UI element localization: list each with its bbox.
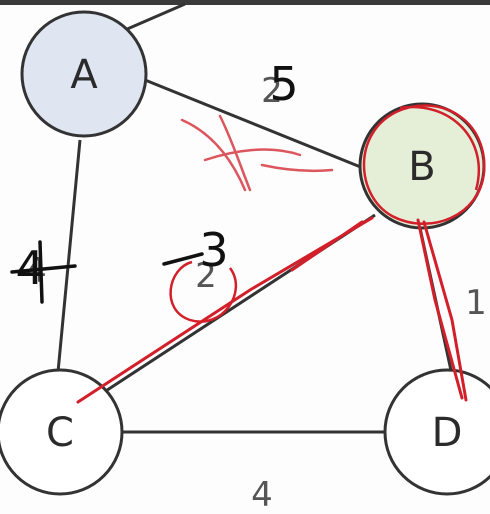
node-b-label: B: [408, 144, 435, 190]
node-c-label: C: [46, 410, 74, 456]
handwritten-ab-weight: 5: [269, 57, 298, 111]
edge-c-d-weight: 4: [251, 475, 273, 514]
edge-b-c-weight: 2: [195, 256, 217, 296]
red-path-highlight: [76, 216, 468, 404]
red-loop-around-weight: [169, 260, 237, 323]
strike-mark-ac: [10, 264, 77, 274]
node-a-label: A: [70, 52, 98, 98]
edge-a-c: [56, 139, 82, 373]
strike-mark-ac-vertical: [38, 240, 44, 304]
handwritten-ac-weight: 4: [15, 241, 44, 295]
node-a: [20, 10, 148, 138]
edge-a-b-weight: 2: [261, 71, 283, 111]
strike-mark-bc: [162, 252, 204, 266]
red-circle-b: [362, 104, 486, 225]
top-edge-bar: [0, 0, 490, 5]
handwritten-bc-weight: 3: [199, 223, 228, 277]
node-d-label: D: [432, 410, 463, 456]
edge-a-offscreen: [124, 2, 186, 32]
edge-a-b: [144, 78, 369, 172]
node-d: [383, 368, 490, 496]
red-cross-mark: [180, 114, 334, 192]
edge-b-d-weight: 1: [465, 283, 487, 323]
node-c: [0, 368, 124, 496]
